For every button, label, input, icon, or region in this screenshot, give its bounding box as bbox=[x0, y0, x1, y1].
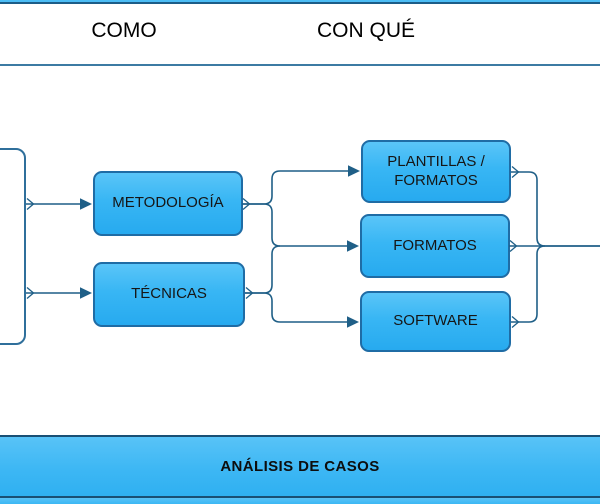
lane-header-como: COMO bbox=[91, 19, 157, 42]
chevron-source-formatos bbox=[509, 240, 518, 252]
arrowhead-tecnicas bbox=[80, 287, 92, 299]
chevron-source-left-2 bbox=[26, 287, 35, 299]
arrowhead-metodologia bbox=[80, 198, 92, 210]
chevron-source-metodologia bbox=[242, 198, 251, 210]
connector-tecnicas-to-formatos bbox=[245, 245, 281, 294]
banner-label: ANÁLISIS DE CASOS bbox=[220, 458, 380, 475]
connector-software-to-merge bbox=[511, 245, 546, 323]
top-band-sliver bbox=[0, 0, 600, 4]
bottom-band-sliver bbox=[0, 498, 600, 504]
node-plantillas-formatos: PLANTILLAS / FORMATOS bbox=[361, 140, 511, 203]
arrowhead-formatos bbox=[347, 240, 359, 252]
connector-tecnicas-to-software bbox=[245, 292, 349, 323]
chevron-source-tecnicas bbox=[245, 287, 254, 299]
node-tecnicas-label: TÉCNICAS bbox=[131, 285, 207, 303]
node-metodologia-label: METODOLOGÍA bbox=[112, 194, 224, 212]
node-tecnicas: TÉCNICAS bbox=[93, 262, 245, 327]
arrowhead-plantillas bbox=[348, 165, 360, 177]
connector-plantillas-to-merge bbox=[511, 171, 600, 247]
connector-metodologia-to-formatos bbox=[242, 203, 349, 247]
banner-analisis-de-casos: ANÁLISIS DE CASOS bbox=[0, 435, 600, 498]
node-formatos-label: FORMATOS bbox=[393, 236, 477, 254]
node-formatos: FORMATOS bbox=[360, 214, 510, 278]
chevron-source-software bbox=[511, 316, 520, 328]
node-metodologia: METODOLOGÍA bbox=[93, 171, 243, 236]
chevron-source-left-1 bbox=[26, 198, 35, 210]
arrowhead-software bbox=[347, 316, 359, 328]
lane-header-con-que: CON QUÉ bbox=[316, 19, 416, 42]
lane-divider-line bbox=[0, 64, 600, 66]
left-partial-shape bbox=[0, 148, 26, 345]
connector-metodologia-to-plantillas bbox=[242, 170, 349, 205]
node-software: SOFTWARE bbox=[360, 291, 511, 352]
node-software-label: SOFTWARE bbox=[393, 312, 478, 330]
node-plantillas-formatos-label: PLANTILLAS / FORMATOS bbox=[387, 152, 485, 189]
chevron-source-plantillas bbox=[511, 166, 520, 178]
